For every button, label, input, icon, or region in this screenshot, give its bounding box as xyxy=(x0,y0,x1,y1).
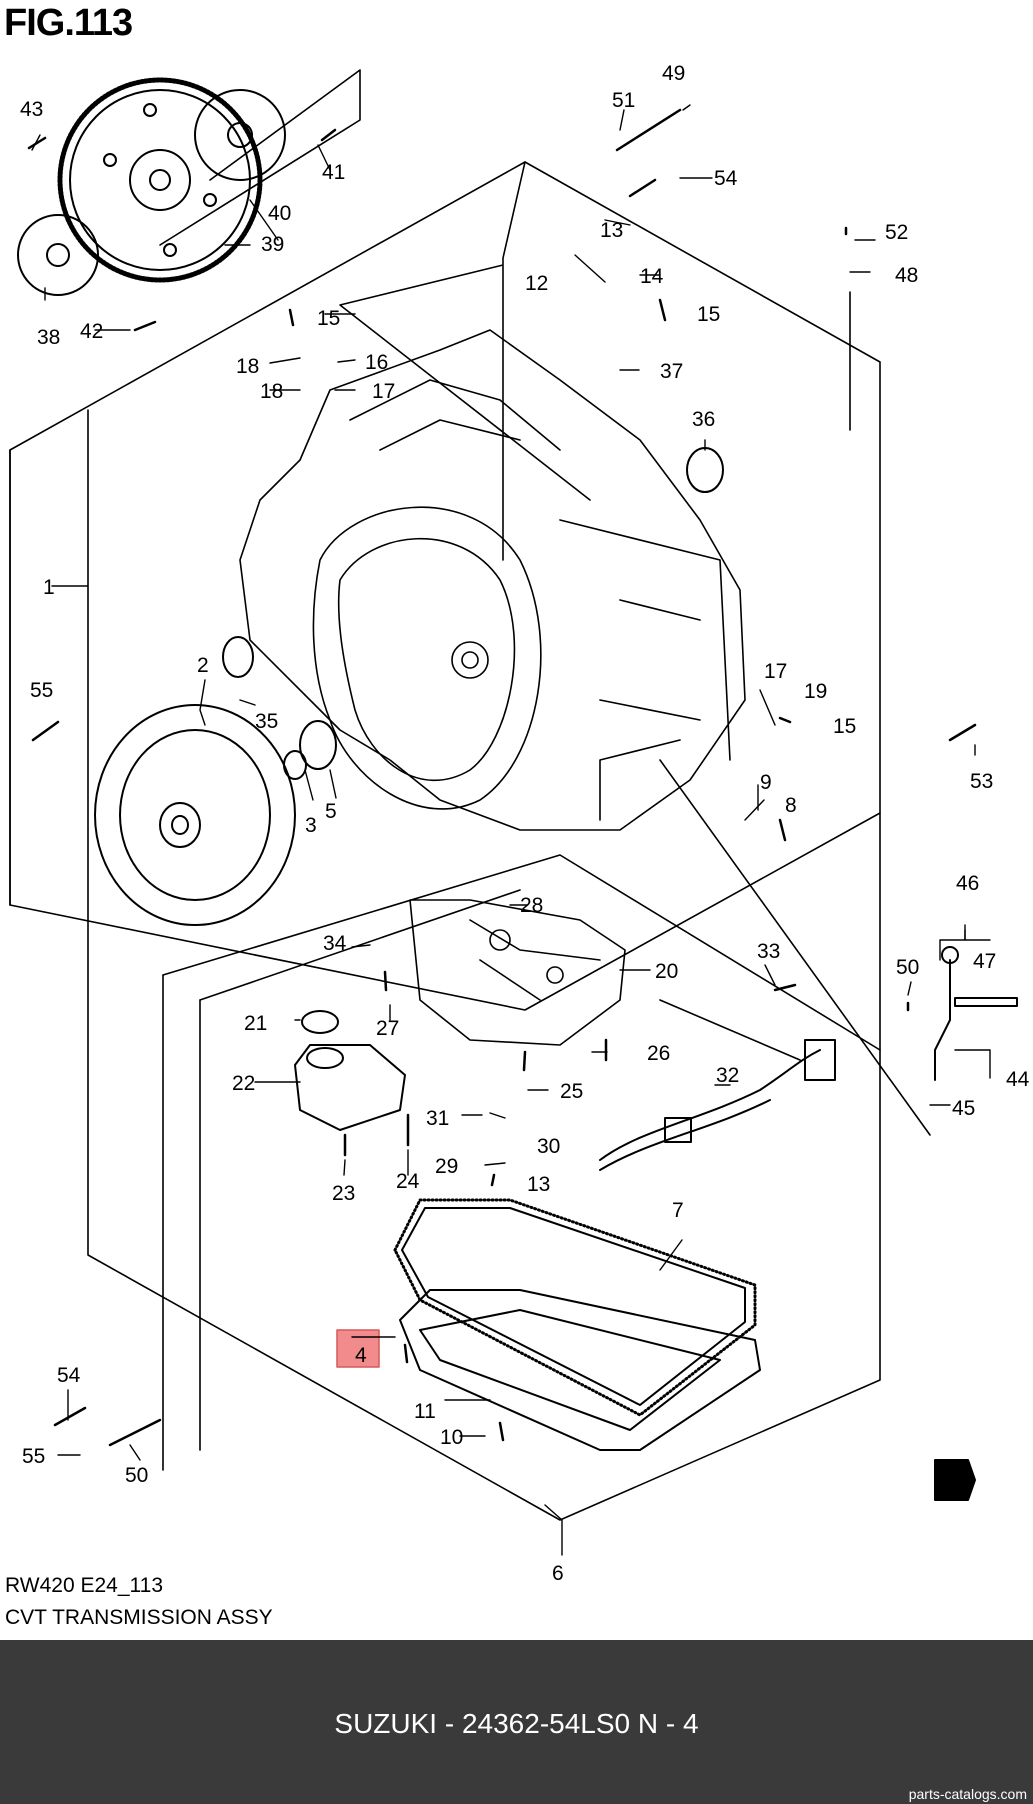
callout-51: 51 xyxy=(612,89,635,112)
oil-pan-gasket-icon xyxy=(393,1198,757,1417)
callout-31: 31 xyxy=(426,1107,449,1130)
exploded-parts-diagram: FWD 1 2 3 4 5 6 7 8 9 xyxy=(9,62,1030,1585)
callout-18a: 18 xyxy=(236,355,259,378)
callout-50-label: 50 xyxy=(125,1464,148,1487)
callout-25: 25 xyxy=(560,1080,583,1103)
callout-22: 22 xyxy=(232,1072,255,1095)
callout-30: 30 xyxy=(537,1135,560,1158)
callout-26: 26 xyxy=(647,1042,670,1065)
callout-labels: 1 2 3 4 5 6 7 8 9 10 11 12 13 13 14 15 1… xyxy=(20,62,1030,1585)
valve-body-icon xyxy=(409,899,626,1046)
callout-37: 37 xyxy=(660,360,683,383)
callout-40: 40 xyxy=(268,202,291,225)
flywheel-ring-gear-icon xyxy=(57,77,263,283)
figure-title: FIG.113 xyxy=(4,2,133,44)
level-gauge-icon xyxy=(934,946,1018,1081)
oil-strainer-icon xyxy=(294,1044,406,1131)
figure-code: RW420 E24_113 xyxy=(5,1574,164,1597)
callout-7: 7 xyxy=(672,1199,684,1222)
callout-34: 34 xyxy=(323,932,347,955)
callout-29: 29 xyxy=(435,1155,458,1178)
callout-32: 32 xyxy=(716,1064,739,1087)
callout-21: 21 xyxy=(244,1012,267,1035)
callout-36: 36 xyxy=(692,408,715,431)
callout-47: 47 xyxy=(973,950,996,973)
callout-13b: 13 xyxy=(527,1173,550,1196)
transmission-case-icon xyxy=(239,329,746,831)
oil-seal-icons xyxy=(222,447,724,1034)
footer-bar: SUZUKI - 24362-54LS0 N - 4 parts-catalog… xyxy=(0,1640,1033,1804)
callout-41: 41 xyxy=(322,161,345,184)
callout-56: 55 xyxy=(22,1445,45,1468)
callout-2: 2 xyxy=(197,654,209,677)
washer-plate-40-icon xyxy=(194,89,286,181)
callout-35: 35 xyxy=(255,710,278,733)
oil-pan-icon xyxy=(399,1289,761,1451)
callout-12: 12 xyxy=(525,272,548,295)
fwd-arrow-icon: FWD xyxy=(934,1459,976,1501)
highlight-box xyxy=(336,1329,380,1368)
callout-14: 14 xyxy=(640,265,664,288)
callout-4: 4 xyxy=(355,1344,367,1367)
callout-39: 39 xyxy=(261,233,284,256)
washer-plate-38-icon xyxy=(17,214,99,296)
callout-24: 24 xyxy=(396,1170,420,1193)
callout-10: 10 xyxy=(440,1426,463,1449)
bolt-icons xyxy=(27,108,977,1447)
callout-17a: 17 xyxy=(372,380,395,403)
callout-42: 42 xyxy=(80,320,103,343)
callout-19: 19 xyxy=(804,680,827,703)
callout-11: 11 xyxy=(414,1400,436,1423)
callout-8: 8 xyxy=(785,794,797,817)
callout-27: 27 xyxy=(376,1017,399,1040)
callout-1: 1 xyxy=(43,576,55,599)
leader-lines xyxy=(31,104,991,1556)
callout-33: 33 xyxy=(757,940,780,963)
callout-5: 5 xyxy=(325,800,337,823)
fwd-label: FWD xyxy=(940,1473,972,1489)
assembly-frame-lines xyxy=(9,69,931,1521)
callout-54a: 53 xyxy=(970,770,993,793)
callout-13a: 13 xyxy=(600,219,623,242)
callout-15b: 15 xyxy=(697,303,720,326)
wiring-harness-icon xyxy=(599,1039,836,1171)
callout-23: 23 xyxy=(332,1182,355,1205)
callout-17b: 17 xyxy=(764,660,787,683)
callout-9: 9 xyxy=(760,771,772,794)
callout-55a: 54 xyxy=(714,167,738,190)
figure-name: CVT TRANSMISSION ASSY xyxy=(5,1606,273,1629)
callout-44: 44 xyxy=(1006,1068,1030,1091)
callout-3: 3 xyxy=(305,814,317,837)
callout-55b: 55 xyxy=(30,679,53,702)
callout-48-52: 50 xyxy=(896,956,919,979)
callout-45: 45 xyxy=(952,1097,975,1120)
callout-49: 49 xyxy=(662,62,685,85)
part-number-caption: SUZUKI - 24362-54LS0 N - 4 xyxy=(334,1708,699,1739)
callout-46: 46 xyxy=(956,872,979,895)
callout-54b: 54 xyxy=(57,1364,81,1387)
callout-15a: 15 xyxy=(317,307,340,330)
watermark: parts-catalogs.com xyxy=(908,1786,1027,1802)
callout-48: 48 xyxy=(895,264,918,287)
callout-38: 38 xyxy=(37,326,60,349)
callout-16: 16 xyxy=(365,351,388,374)
callout-6: 6 xyxy=(552,1562,564,1585)
callout-53: 52 xyxy=(885,221,908,244)
callout-15c: 15 xyxy=(833,715,856,738)
callout-18b: 18 xyxy=(260,380,283,403)
callout-28: 28 xyxy=(520,894,543,917)
callout-20: 20 xyxy=(655,960,678,983)
torque-converter-icon xyxy=(94,704,296,926)
callout-43: 43 xyxy=(20,98,43,121)
